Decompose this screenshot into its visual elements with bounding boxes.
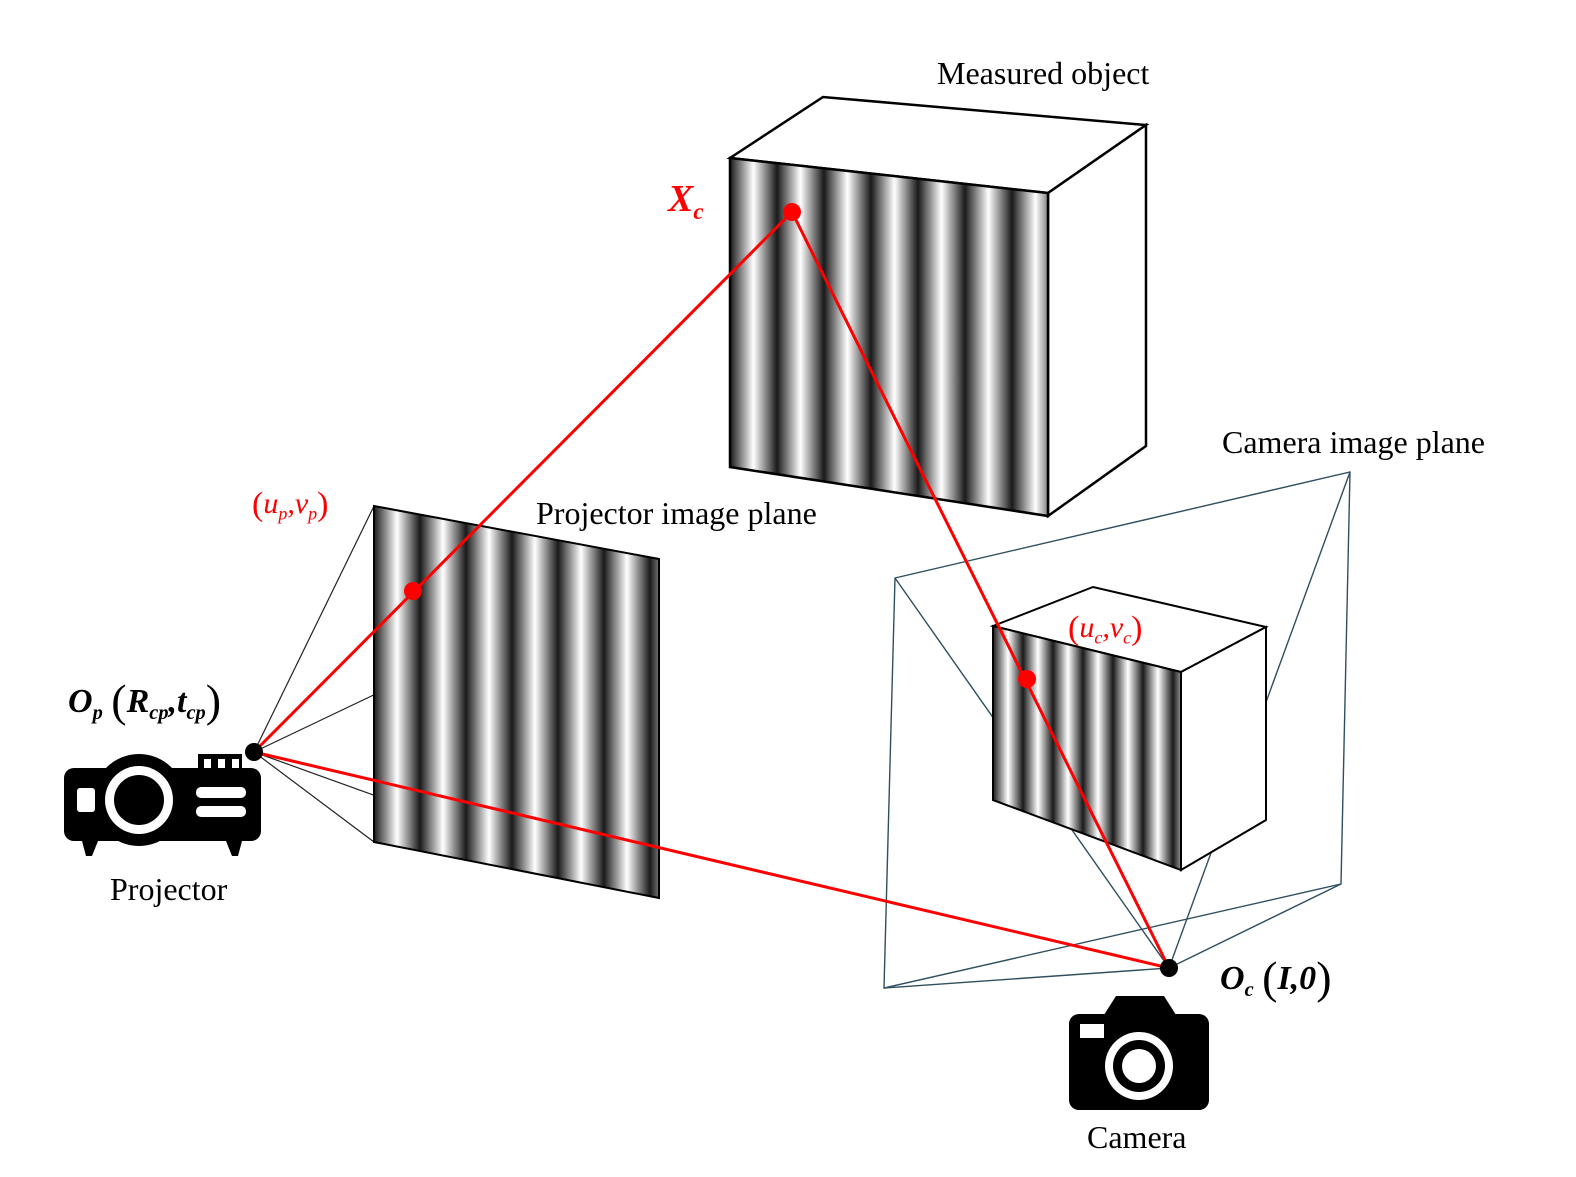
projector-image-plane [373,504,660,900]
v-subscript: c [1123,627,1132,648]
camera-center-marker [1160,959,1178,977]
open-paren: ( [252,486,264,523]
camera-image-object [989,585,1269,872]
u-symbol: u [1079,611,1095,644]
v-subscript: p [308,503,318,524]
o-symbol: O [1220,960,1245,997]
open-paren: ( [1068,610,1080,647]
object-point-label: Xc [668,180,703,224]
open-paren: ( [111,675,127,726]
u-subscript: p [278,503,288,524]
projector-ray [252,210,794,754]
o-subscript: p [92,702,103,725]
projector-center-label: Op (Rcp,tcp) [68,678,221,724]
camera-params: I,0 [1277,960,1317,997]
camera-ray [790,211,1171,969]
r-symbol: R [126,683,150,720]
object-point-marker [783,203,801,221]
u-subscript: c [1094,627,1103,648]
projector-icon [64,754,261,856]
separator: , [1102,611,1110,644]
projector-image-plane-label: Projector image plane [536,495,817,531]
separator: , [168,683,178,720]
u-symbol: u [263,487,279,520]
camera-image-plane-label: Camera image plane [1222,424,1485,460]
projector-pixel-label: (up,vp) [252,486,329,524]
projector-label: Projector [110,871,228,907]
r-subscript: cp [149,702,169,725]
close-paren: ) [1316,952,1332,1003]
o-subscript: c [1244,979,1254,1002]
camera-pixel-marker [1018,670,1036,688]
projector-center-marker [245,743,263,761]
camera-center-label: Oc (I,0) [1220,955,1332,1001]
object-front-face [728,156,1050,518]
separator: , [287,487,295,520]
close-paren: ) [205,675,222,726]
triangulation-rays [252,210,1171,970]
open-paren: ( [1262,952,1278,1003]
v-symbol: v [1109,611,1124,644]
close-paren: ) [317,486,329,523]
measured-object [726,95,1150,519]
t-symbol: t [177,683,187,720]
camera-pixel-label: (uc,vc) [1068,610,1143,648]
t-subscript: cp [186,702,206,725]
baseline [253,750,1170,970]
object-point-symbol: X [668,178,694,220]
object-side-face [1046,122,1148,519]
camera-icon [1069,996,1209,1110]
camera-label: Camera [1087,1119,1187,1155]
object-point-subscript: c [693,198,704,224]
v-symbol: v [294,487,309,520]
o-symbol: O [68,683,93,720]
measured-object-label: Measured object [937,55,1150,91]
projector-pixel-marker [404,582,422,600]
close-paren: ) [1131,610,1143,647]
